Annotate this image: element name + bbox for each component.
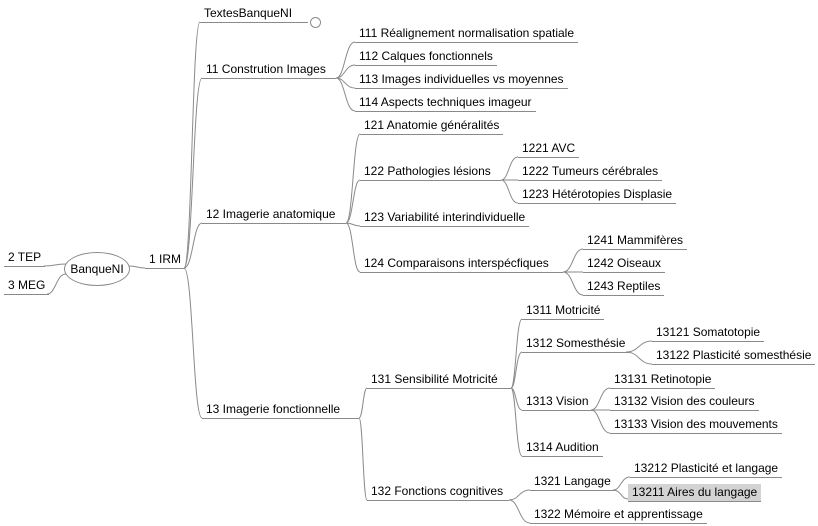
node-13-imagerie-fonctionnelle[interactable]: 13 Imagerie fonctionnelle	[202, 401, 359, 419]
node-13133[interactable]: 13133 Vision des mouvements	[610, 416, 782, 434]
node-1314[interactable]: 1314 Audition	[522, 439, 603, 457]
node-122[interactable]: 122 Pathologies lésions	[360, 163, 501, 181]
node-12-imagerie-anatomique[interactable]: 12 Imagerie anatomique	[202, 206, 346, 224]
node-1321[interactable]: 1321 Langage	[530, 473, 615, 491]
node-112[interactable]: 112 Calques fonctionnels	[355, 48, 497, 66]
edge	[612, 489, 629, 500]
node-111[interactable]: 111 Réalignement normalisation spatiale	[355, 25, 579, 43]
node-123[interactable]: 123 Variabilité interindividuelle	[360, 209, 530, 227]
node-1313[interactable]: 1313 Vision	[522, 393, 593, 411]
edge	[510, 351, 523, 389]
node-textesbanqueni[interactable]: TextesBanqueNI	[200, 5, 321, 28]
edge	[562, 248, 584, 273]
node-13211-selected[interactable]: 13211 Aires du langage	[628, 484, 762, 502]
node-1223[interactable]: 1223 Hétérotopies Displasie	[518, 186, 677, 204]
edge	[345, 222, 361, 273]
node-1312[interactable]: 1312 Somesthésie	[522, 335, 630, 353]
node-13121[interactable]: 13121 Somatotopie	[652, 324, 765, 342]
node-124[interactable]: 124 Comparaisons interspécfiques	[360, 255, 563, 273]
node-121[interactable]: 121 Anatomie généralités	[360, 117, 504, 135]
edge	[358, 387, 368, 419]
edge	[128, 265, 146, 269]
node-11-constrution-images[interactable]: 11 Constrution Images	[202, 61, 336, 79]
edge	[612, 476, 631, 491]
node-label: TextesBanqueNI	[204, 6, 293, 20]
edge	[590, 409, 611, 434]
node-13122[interactable]: 13122 Plasticité somesthésie	[652, 347, 816, 365]
edge	[43, 263, 67, 267]
node-1222[interactable]: 1222 Tumeurs cérébrales	[518, 163, 663, 181]
edge	[335, 64, 356, 79]
edge	[335, 41, 356, 79]
node-2-tep[interactable]: 2 TEP	[4, 249, 46, 267]
edge	[183, 21, 201, 269]
edge	[508, 489, 531, 501]
edge	[46, 273, 67, 295]
node-root-banqueni[interactable]: BanqueNI	[64, 252, 130, 286]
edge	[625, 340, 653, 353]
node-132[interactable]: 132 Fonctions cognitives	[367, 483, 509, 501]
edge	[590, 387, 611, 411]
edge	[345, 179, 361, 224]
edge	[358, 417, 368, 501]
node-13212[interactable]: 13212 Plasticité et langage	[630, 460, 783, 478]
fold-circle-icon[interactable]	[310, 17, 321, 28]
node-1221[interactable]: 1221 AVC	[518, 140, 580, 158]
edge	[510, 387, 523, 457]
edge	[183, 222, 203, 269]
edge	[183, 267, 203, 419]
edge	[345, 222, 361, 227]
node-1-irm[interactable]: 1 IRM	[145, 251, 186, 269]
node-13132[interactable]: 13132 Vision des couleurs	[610, 393, 759, 411]
node-1242[interactable]: 1242 Oiseaux	[583, 255, 666, 273]
edge	[335, 77, 356, 112]
edge	[500, 179, 519, 204]
node-131[interactable]: 131 Sensibilité Motricité	[367, 371, 511, 389]
node-1311[interactable]: 1311 Motricité	[522, 302, 605, 320]
edge	[345, 133, 361, 224]
node-3-meg[interactable]: 3 MEG	[4, 277, 50, 295]
node-1241[interactable]: 1241 Mammifères	[583, 232, 688, 250]
edge	[625, 351, 653, 365]
node-114[interactable]: 114 Aspects techniques imageur	[355, 94, 536, 112]
node-113[interactable]: 113 Images individuelles vs moyennes	[355, 71, 568, 89]
edge	[500, 156, 519, 181]
node-1243[interactable]: 1243 Reptiles	[583, 278, 665, 296]
edge	[562, 271, 584, 296]
edge	[183, 77, 203, 269]
node-1322[interactable]: 1322 Mémoire et apprentissage	[530, 506, 707, 524]
edge	[508, 499, 531, 524]
node-13131[interactable]: 13131 Retinotopie	[610, 371, 716, 389]
